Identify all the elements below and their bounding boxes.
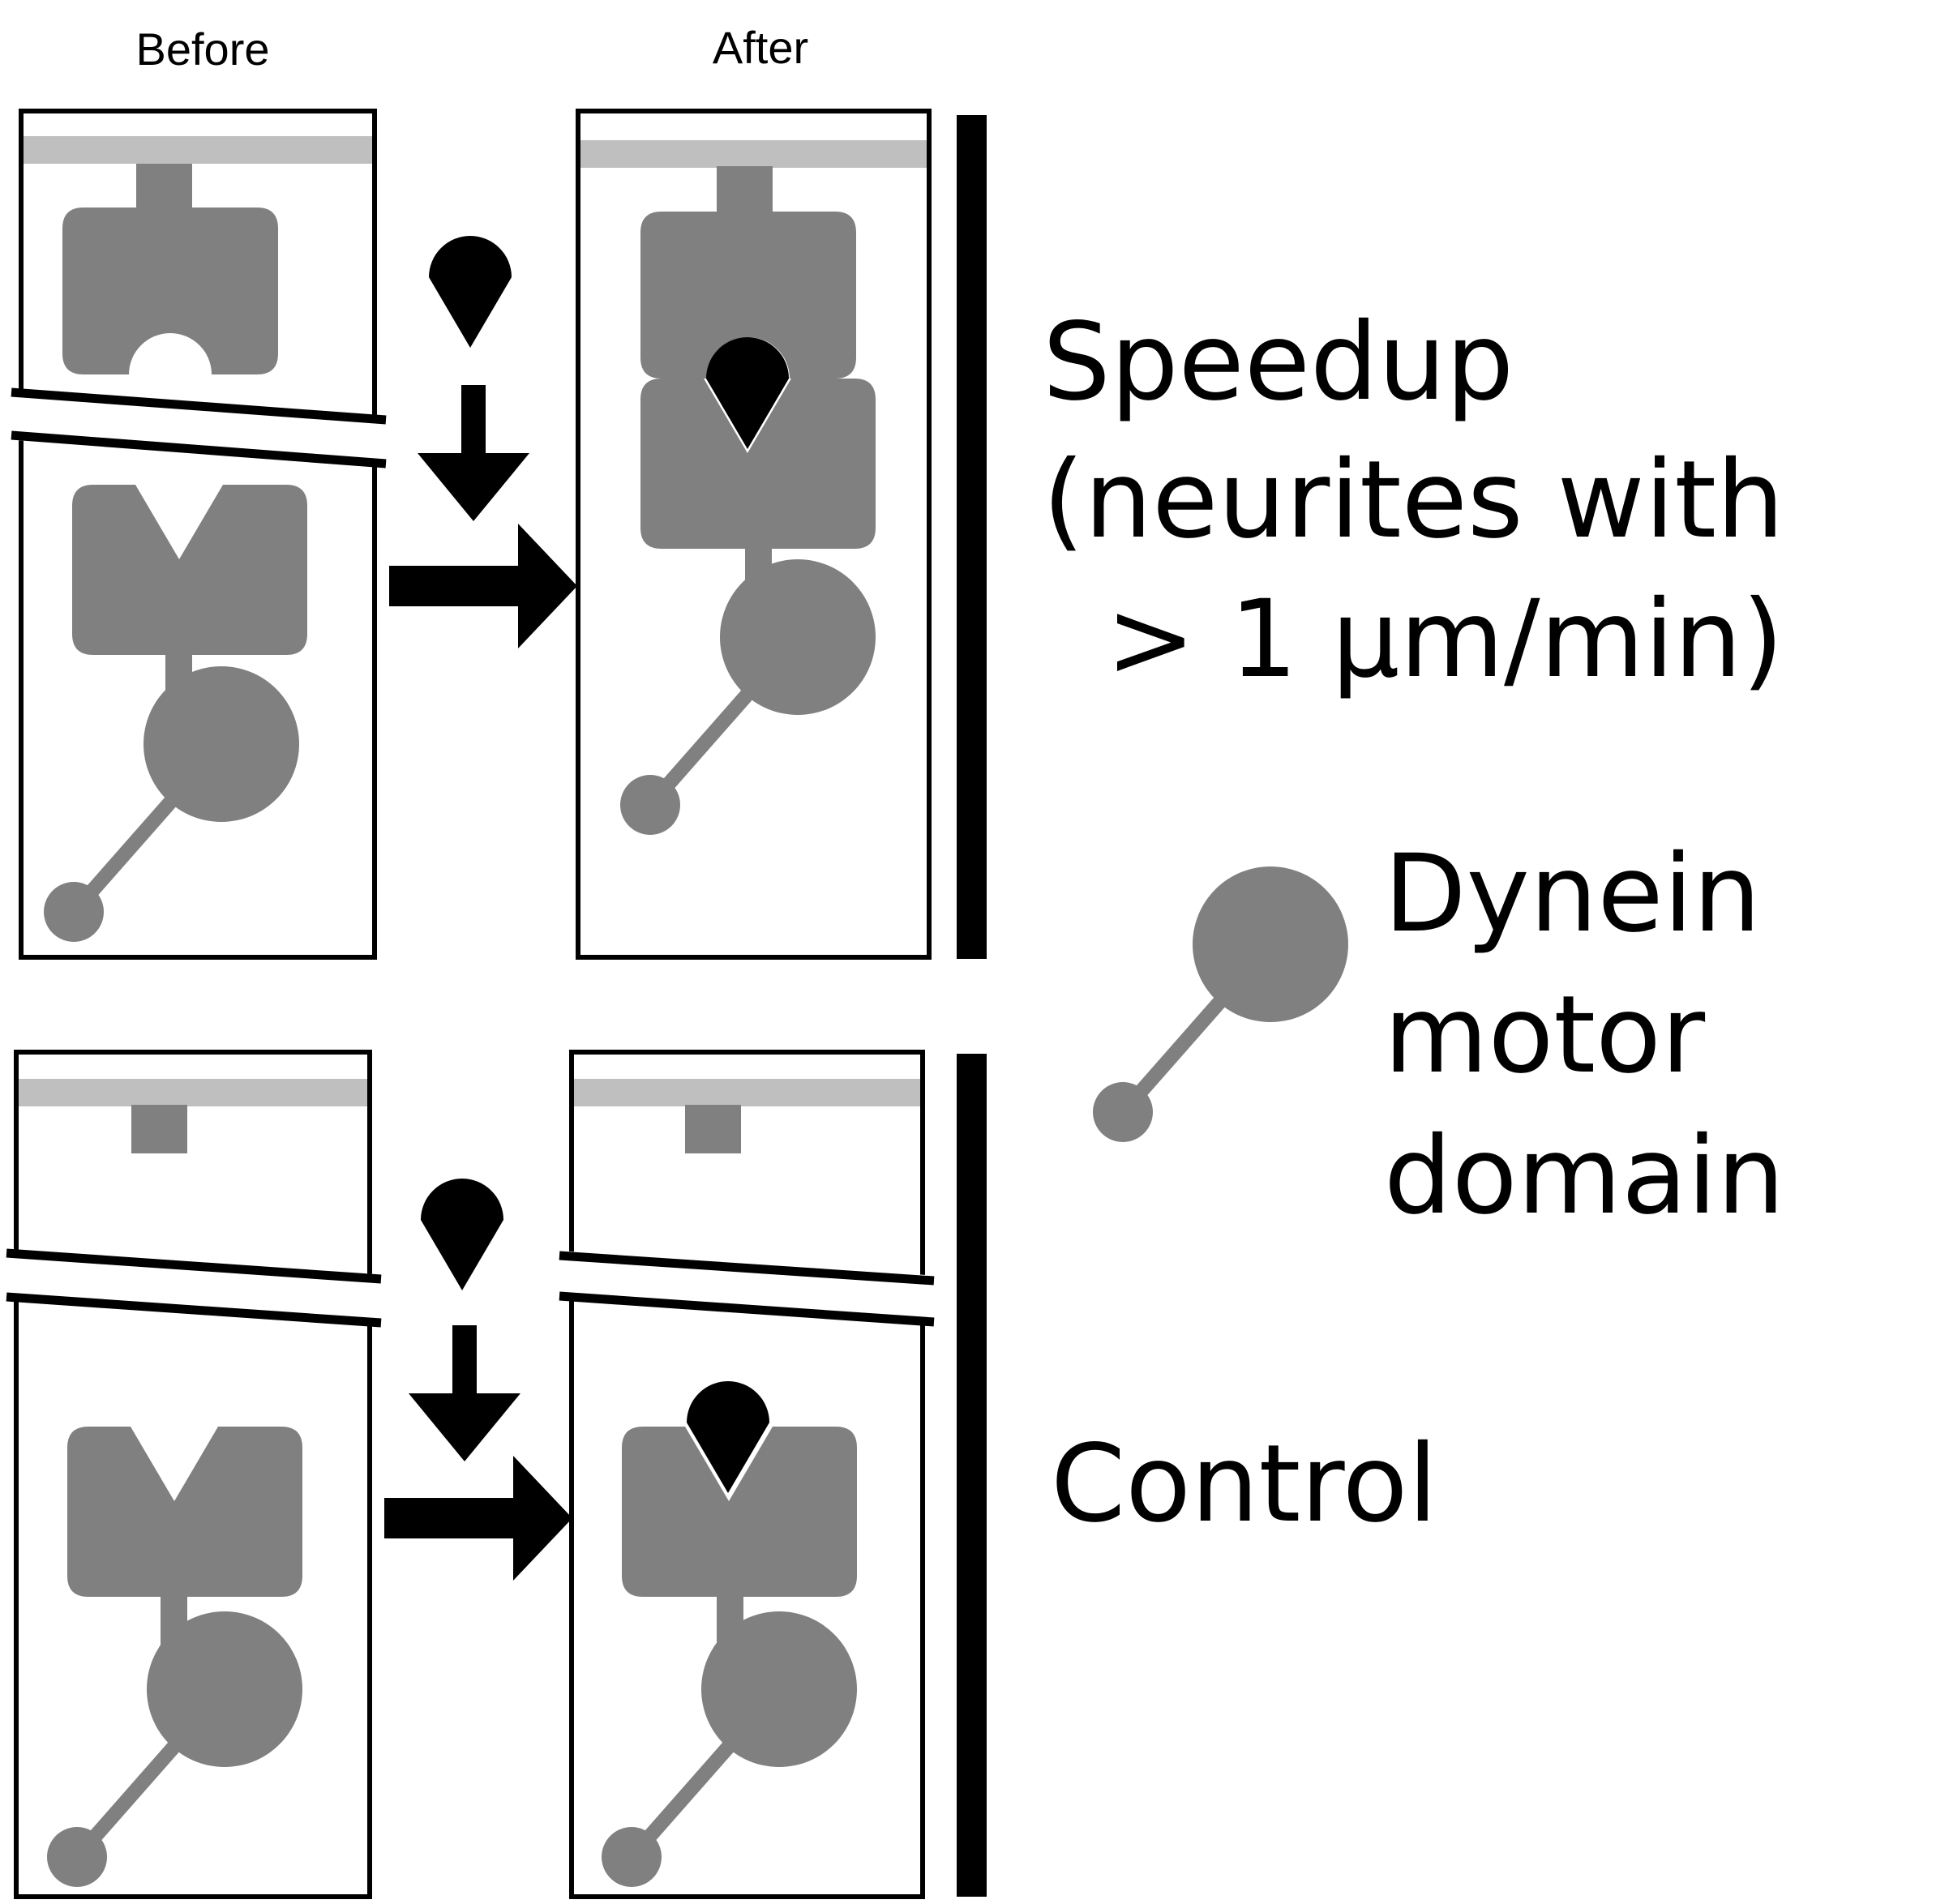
legend-label-line-2: motor bbox=[1384, 973, 1706, 1097]
speedup-after-panel bbox=[576, 109, 932, 960]
socket-subunit bbox=[62, 208, 278, 374]
control-after-panel bbox=[559, 1050, 939, 1899]
membrane-bar bbox=[574, 1079, 920, 1106]
arrow-right-icon bbox=[384, 1456, 572, 1581]
after-header: After bbox=[713, 22, 808, 73]
anchor-stub bbox=[131, 1105, 187, 1153]
control-after-frame bbox=[569, 1050, 925, 1899]
ligand-icon bbox=[421, 1179, 503, 1290]
v-subunit bbox=[72, 485, 307, 655]
speedup-bracket bbox=[957, 115, 987, 959]
break-line-bottom bbox=[11, 430, 387, 469]
speedup-before-frame bbox=[19, 109, 377, 960]
legend-label-line-3: domain bbox=[1384, 1114, 1784, 1239]
break-line-top bbox=[6, 1248, 382, 1284]
speedup-before-panel bbox=[0, 109, 405, 960]
legend-dynein-motor-domain-icon bbox=[1093, 866, 1348, 1142]
break-line-bottom bbox=[559, 1291, 935, 1327]
v-subunit bbox=[67, 1427, 302, 1597]
control-before-frame bbox=[14, 1050, 372, 1899]
speedup-label-line-3: > 1 µm/min) bbox=[1106, 577, 1784, 702]
anchor-stalk bbox=[136, 164, 192, 209]
ligand-icon bbox=[429, 236, 512, 348]
arrow-down-icon bbox=[418, 385, 529, 521]
control-before-panel bbox=[0, 1050, 402, 1899]
control-label: Control bbox=[1051, 1422, 1437, 1547]
speedup-label-line-2: (neurites with bbox=[1043, 438, 1784, 563]
dynein-motor-domain-icon bbox=[47, 1611, 302, 1887]
speedup-after-frame bbox=[576, 109, 932, 960]
arrow-down-icon bbox=[409, 1325, 520, 1461]
control-bracket bbox=[957, 1054, 987, 1897]
dynein-motor-domain-icon bbox=[620, 559, 876, 835]
speedup-label-line-1: Speedup bbox=[1043, 300, 1514, 425]
membrane-bar bbox=[24, 136, 372, 164]
dynein-motor-domain-icon bbox=[602, 1611, 857, 1887]
anchor-stalk bbox=[717, 166, 773, 215]
break-line-top bbox=[559, 1251, 935, 1286]
arrow-right-icon bbox=[389, 524, 577, 648]
before-header: Before bbox=[136, 24, 270, 75]
legend-label-line-1: Dynein bbox=[1384, 832, 1761, 956]
dynein-motor-domain-icon bbox=[44, 666, 299, 942]
break-line-top bbox=[11, 387, 387, 425]
break-line-bottom bbox=[6, 1292, 382, 1328]
membrane-bar bbox=[19, 1079, 367, 1106]
membrane-bar bbox=[580, 140, 927, 168]
anchor-stub bbox=[685, 1105, 741, 1153]
